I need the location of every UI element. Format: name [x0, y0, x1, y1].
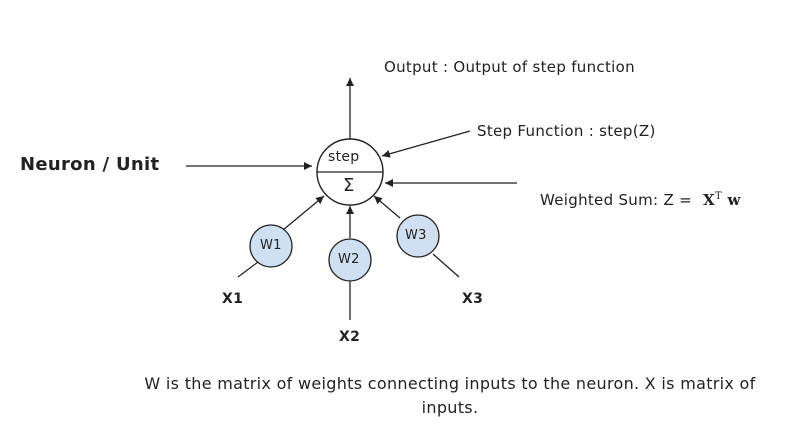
input-label-x1: X1	[222, 291, 244, 307]
weight-node-w2	[328, 238, 372, 282]
input-label-x3: X3	[462, 291, 484, 307]
w1-to-neuron-arrow	[282, 195, 325, 231]
weighted-sum-label: Weighted Sum: Z = XT w	[540, 191, 741, 209]
weight-label-w2: W2	[338, 252, 360, 267]
weighted-sum-text: Weighted Sum: Z =	[540, 191, 692, 209]
neuron-unit-label: Neuron / Unit	[20, 154, 160, 175]
weight-node-w3	[396, 214, 440, 258]
input-label-x2: X2	[339, 329, 361, 345]
output-label: Output : Output of step function	[384, 58, 635, 76]
weight-label-w3: W3	[405, 228, 427, 243]
neuron-step-text: step	[328, 149, 360, 165]
w3-to-neuron-arrow	[373, 195, 401, 219]
x1-to-w1-line	[237, 261, 259, 278]
weight-label-w1: W1	[260, 238, 282, 253]
x3-to-w3-line	[432, 253, 460, 278]
step-function-arrow	[381, 130, 471, 158]
weight-node-w1	[249, 224, 293, 268]
weighted-sum-formula: XT w	[703, 191, 741, 209]
step-function-label: Step Function : step(Z)	[477, 122, 656, 140]
neuron-node	[316, 138, 384, 206]
caption: W is the matrix of weights connecting in…	[144, 374, 756, 417]
neuron-sum-symbol: Σ	[343, 175, 355, 196]
